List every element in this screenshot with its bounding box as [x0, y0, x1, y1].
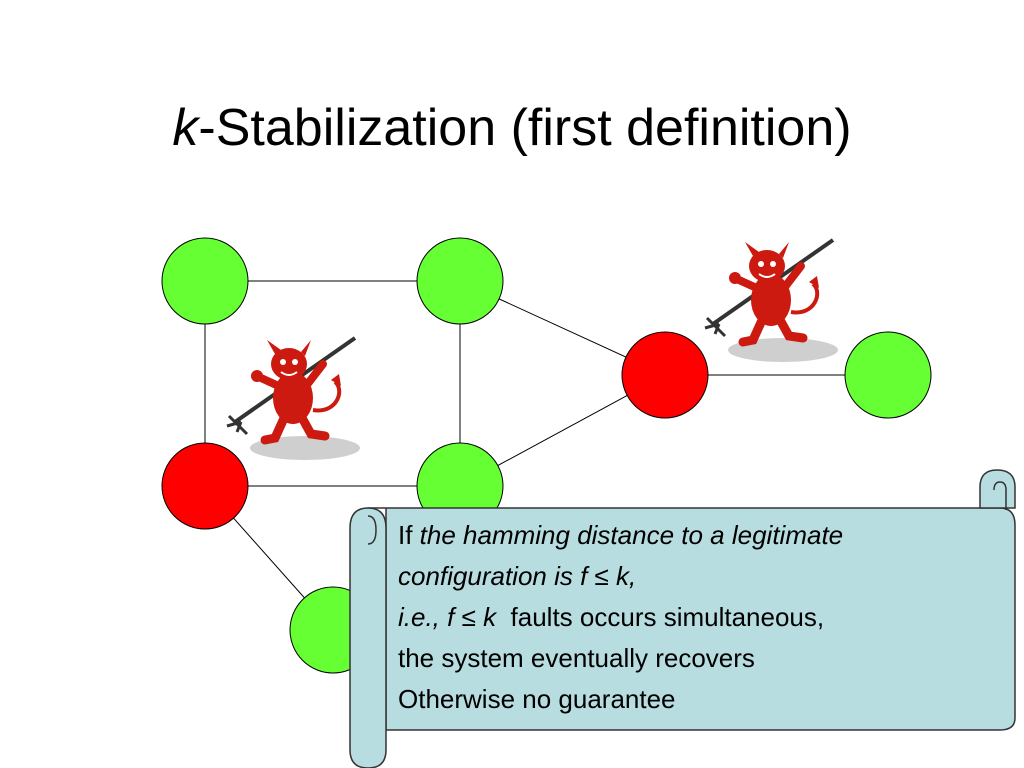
- devil-icon: [227, 338, 360, 460]
- definition-line-3: i.e., f ≤ k faults occurs simultaneous,: [398, 597, 988, 638]
- condition-text: the hamming distance to a legitimate: [419, 520, 844, 550]
- definition-text: If the hamming distance to a legitimate …: [398, 515, 988, 720]
- legitimate-node: [844, 331, 932, 419]
- legitimate-node: [416, 237, 504, 325]
- title-text: -Stabilization (first definition): [198, 99, 852, 157]
- definition-line-1: If the hamming distance to a legitimate: [398, 515, 988, 556]
- slide-title: k-Stabilization (first definition): [0, 99, 1024, 157]
- devil-icon: [705, 240, 838, 362]
- faulty-node: [621, 331, 709, 419]
- if-word: If: [398, 520, 420, 550]
- definition-scroll: [349, 469, 1016, 768]
- ie-text: i.e., f ≤ k: [398, 602, 497, 632]
- faulty-node: [161, 442, 249, 530]
- definition-line-5: Otherwise no guarantee: [398, 684, 676, 714]
- faults-text: faults occurs simultaneous,: [496, 602, 825, 632]
- definition-line-4: the system eventually recovers: [398, 643, 755, 673]
- title-variable: k: [172, 99, 199, 157]
- legitimate-node: [161, 237, 249, 325]
- definition-line-2: configuration is f ≤ k,: [398, 561, 637, 591]
